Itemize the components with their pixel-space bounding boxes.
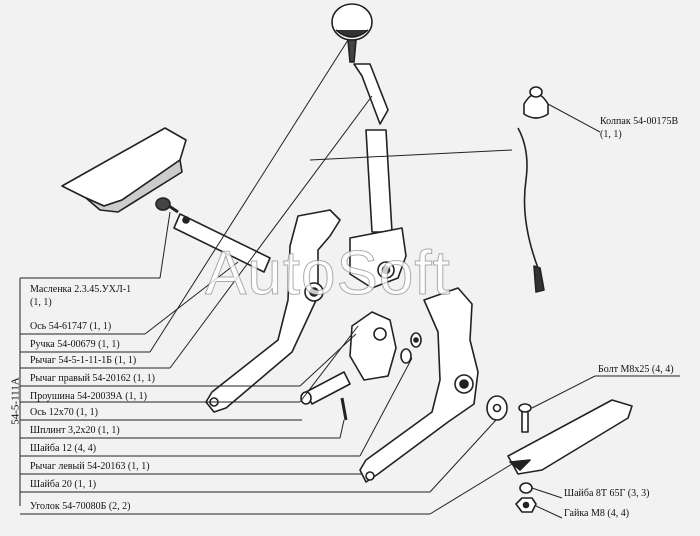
oiler-part: [155, 197, 179, 214]
watermark: AutoSoft: [205, 239, 451, 309]
washer-8-part: [519, 482, 533, 494]
part-label: Масленка 2.3.45.УХЛ-1: [30, 284, 132, 295]
part-label: Шайба 8Т 65Г (3, 3): [564, 488, 650, 499]
main-lever-part: [349, 63, 407, 289]
part-label: Шплинт 3,2х20 (1, 1): [30, 425, 120, 436]
bracket-part: [61, 127, 187, 213]
part-label: Рычаг 54-5-1-11-1Б (1, 1): [30, 355, 137, 366]
part-label: Проушина 54-20039А (1, 1): [30, 391, 147, 402]
part-label: Рычаг левый 54-20163 (1, 1): [30, 461, 150, 472]
axle-part: [173, 213, 271, 273]
part-label: Шайба 12 (4, 4): [30, 443, 97, 454]
bolt-part: [518, 403, 532, 433]
group-code: 54-5-111А: [9, 377, 22, 425]
part-qty: (1, 1): [600, 129, 622, 140]
nut-part: [515, 497, 537, 513]
part-label: Ось 54-61747 (1, 1): [30, 321, 112, 332]
cap-part: [523, 86, 549, 119]
angle-bracket-part: [507, 399, 633, 475]
pin-part: [300, 371, 351, 405]
left-lever-part: [359, 287, 479, 483]
cable-part: [517, 127, 545, 293]
part-label: Рычаг правый 54-20162 (1, 1): [30, 373, 155, 384]
eyelet-part: [349, 311, 397, 381]
part-label: Болт М8х25 (4, 4): [598, 364, 674, 375]
part-label: Уголок 54-70080Б (2, 2): [30, 501, 131, 512]
knob-part: [331, 3, 373, 63]
washer-20-part: [486, 395, 508, 421]
part-label: Ось 12х70 (1, 1): [30, 407, 98, 418]
part-label: Ручка 54-00679 (1, 1): [30, 339, 120, 350]
washer-12-part: [400, 332, 422, 364]
part-label: Гайка М8 (4, 4): [564, 508, 630, 519]
part-label: Шайба 20 (1, 1): [30, 479, 97, 490]
part-label: Колпак 54-00175В: [600, 116, 679, 127]
part-qty: (1, 1): [30, 297, 52, 308]
cotter-part: [340, 397, 348, 421]
